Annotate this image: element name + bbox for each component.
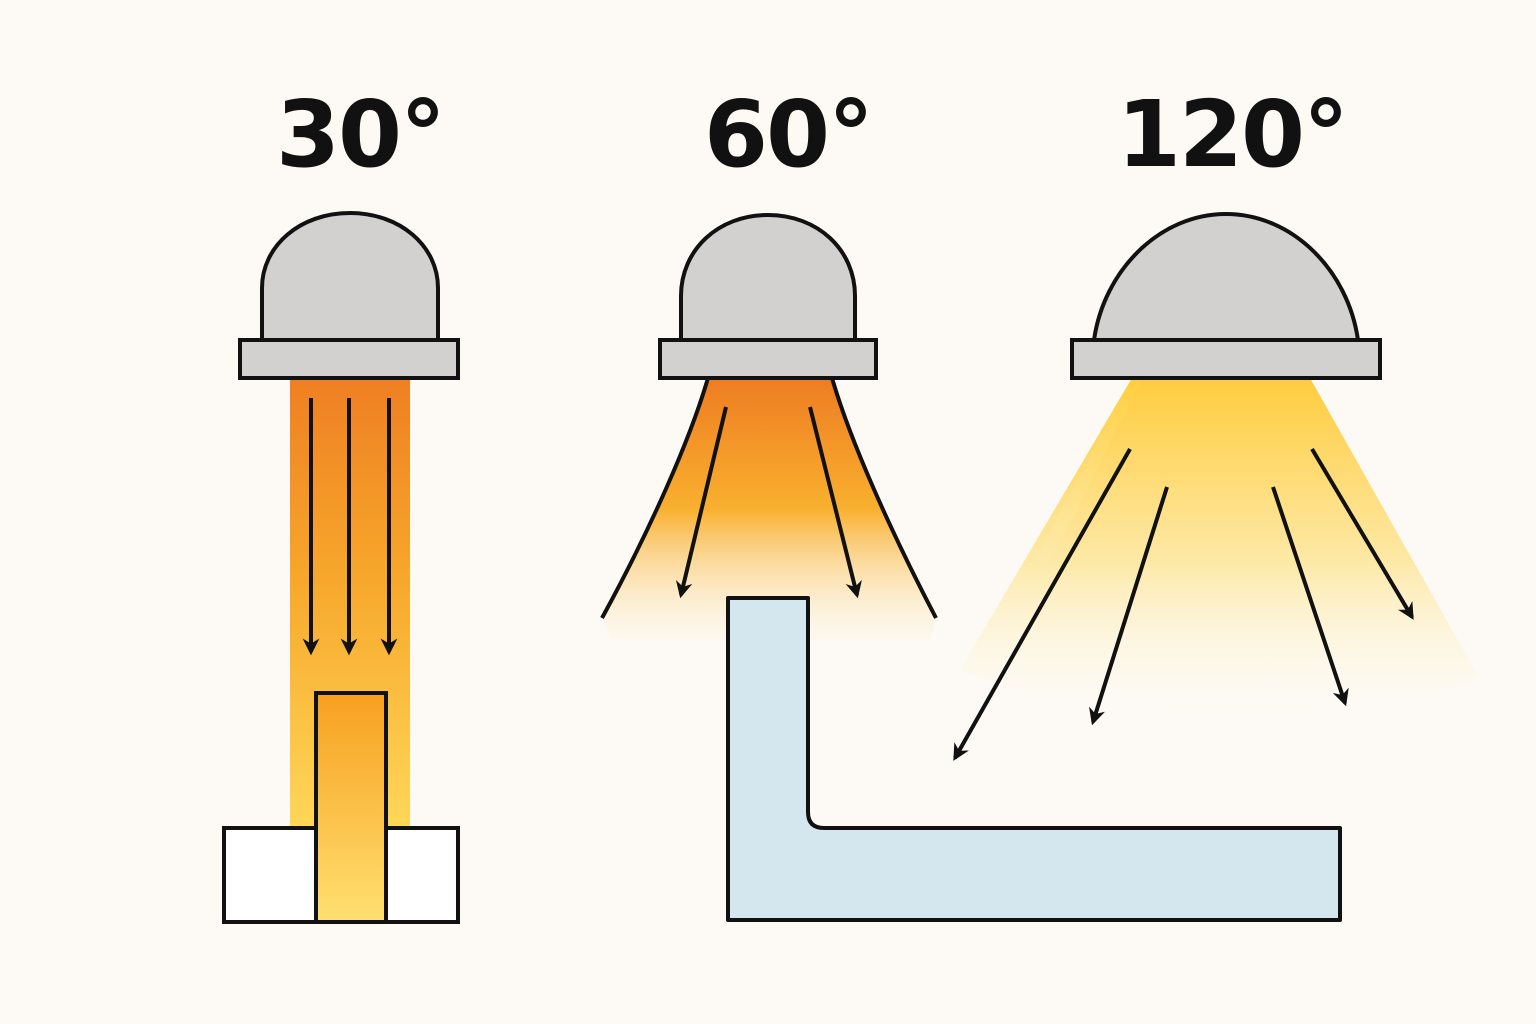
arrow-down-icon xyxy=(675,406,862,599)
lamp-dome-icon xyxy=(1070,211,1382,380)
angle-label-60: 60° xyxy=(703,81,874,188)
lamp-30-group xyxy=(222,210,460,924)
l-shaped-object xyxy=(726,596,1342,922)
lamp-120-group xyxy=(953,211,1478,761)
angle-label-30: 30° xyxy=(275,81,446,188)
arrow-down-icon xyxy=(953,447,1414,761)
lamp-dome-icon xyxy=(658,212,878,380)
angle-label-120: 120° xyxy=(1116,81,1349,188)
lamp-dome-icon xyxy=(238,210,460,380)
lamp-60-group xyxy=(600,212,938,640)
beam-120 xyxy=(960,378,1478,713)
block-base-30 xyxy=(222,691,460,924)
block-stem-30 xyxy=(314,691,388,924)
arrow-down-icon xyxy=(302,398,398,656)
